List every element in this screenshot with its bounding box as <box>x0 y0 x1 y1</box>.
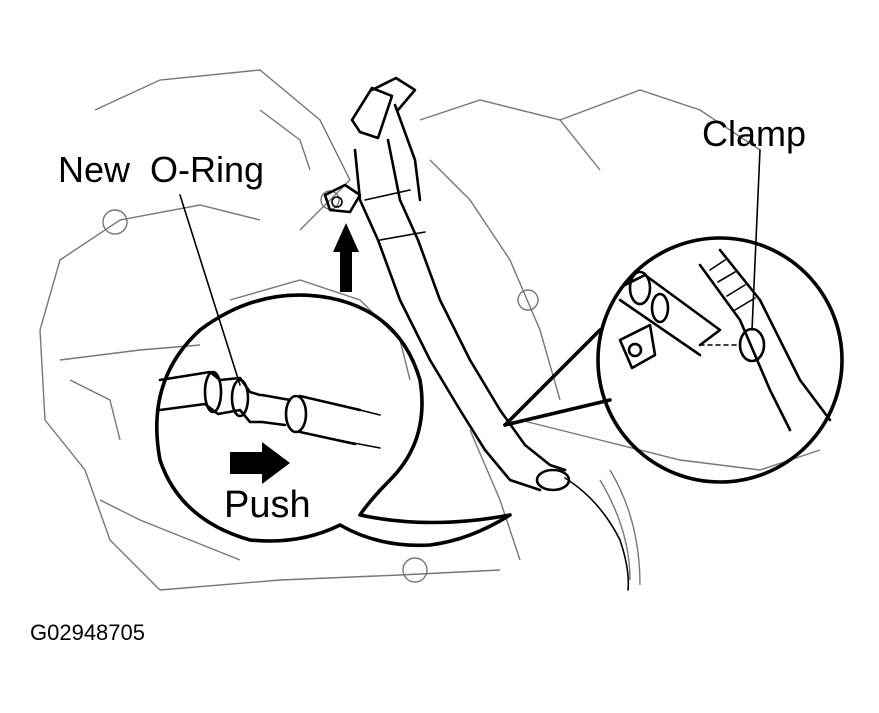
clamp-label: Clamp <box>702 113 806 154</box>
new-oring-label: New O-Ring <box>58 149 264 190</box>
right-arrow-icon <box>230 442 290 484</box>
oring-detail-callout <box>155 293 512 548</box>
up-arrow-icon <box>333 223 359 292</box>
engine-background-sketch <box>39 69 821 591</box>
figure-id-label: G02948705 <box>30 620 145 645</box>
push-label: Push <box>224 484 311 526</box>
clamp-detail-callout <box>503 236 844 484</box>
clamp-leader-line <box>751 149 761 331</box>
oring-leader-line <box>179 194 241 386</box>
dipstick-guide-tube <box>323 76 630 591</box>
